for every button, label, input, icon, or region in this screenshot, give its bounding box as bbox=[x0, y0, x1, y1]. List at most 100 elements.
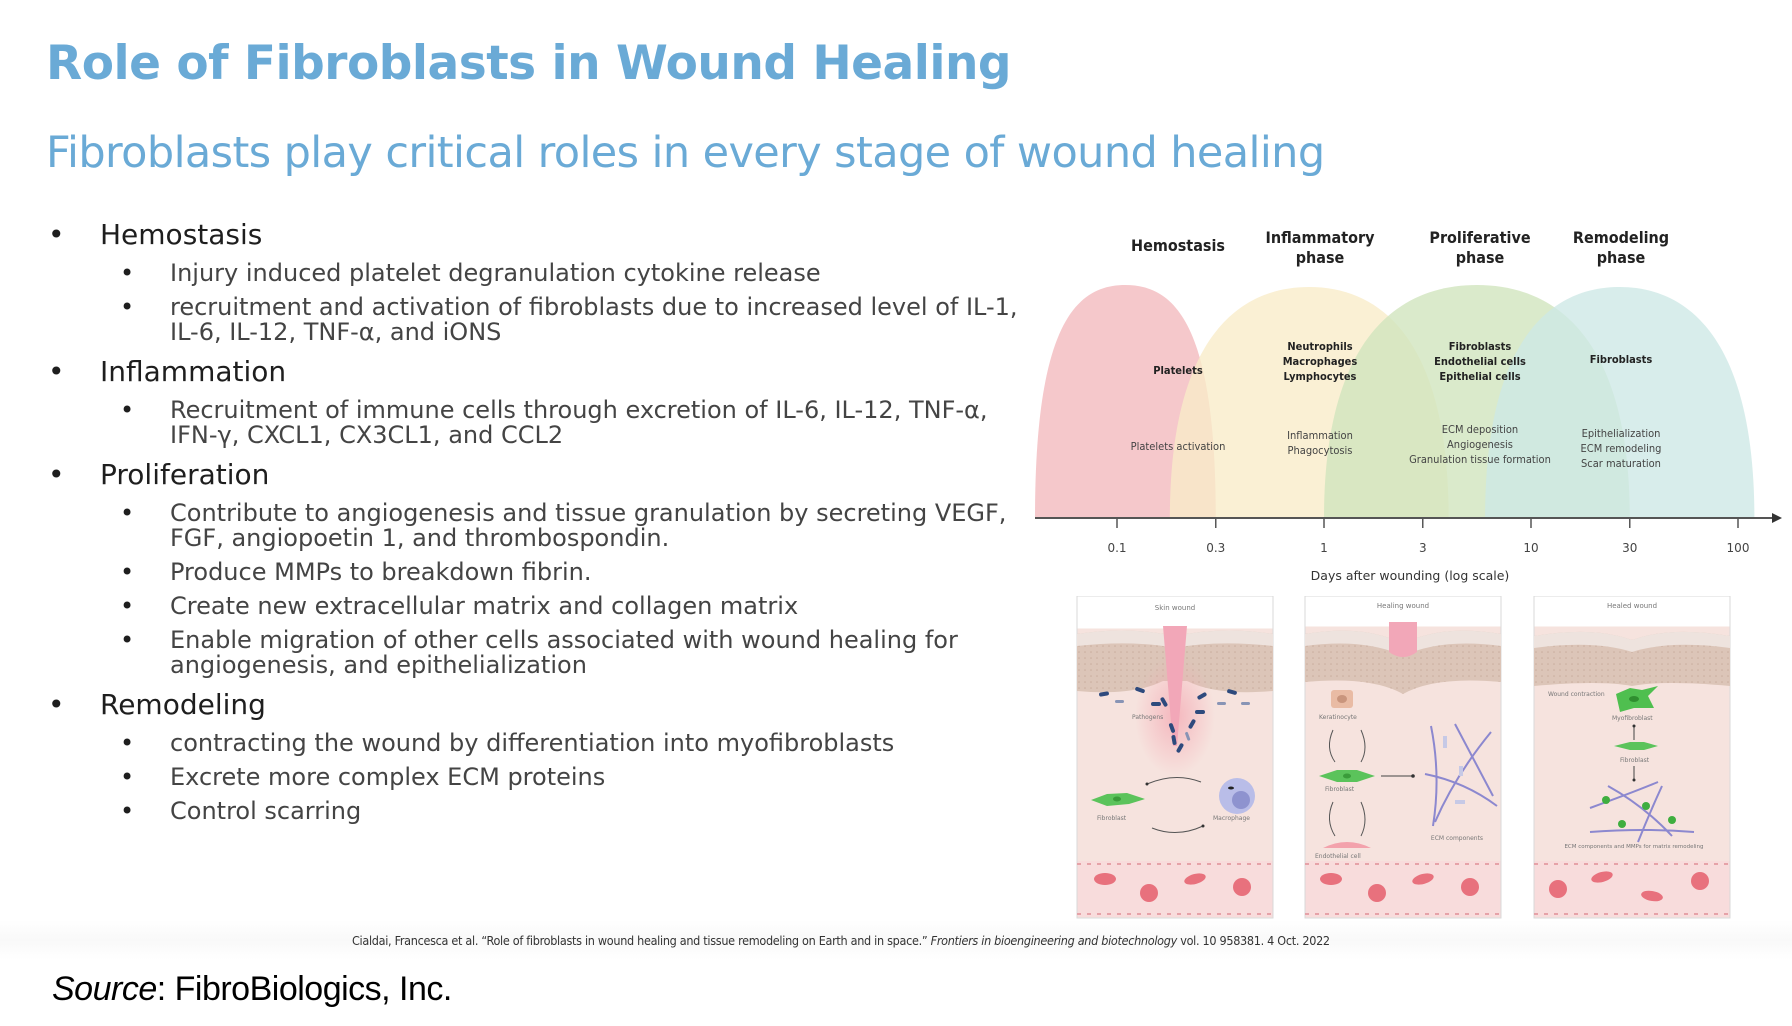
phase-process: Platelets activation bbox=[1131, 440, 1226, 453]
list-item: •Recruitment of immune cells through exc… bbox=[40, 398, 1020, 448]
phase-cells: Epithelial cells bbox=[1439, 370, 1520, 383]
panel-title: Healed wound bbox=[1607, 602, 1657, 610]
phase-title: phase bbox=[1296, 248, 1345, 267]
phase-cells: Fibroblasts bbox=[1590, 353, 1653, 366]
citation-authors: Cialdai, Francesca et al. bbox=[352, 933, 479, 948]
panel-label: Keratinocyte bbox=[1319, 714, 1357, 721]
section-heading: •Inflammation bbox=[40, 355, 1020, 389]
list-item: • contracting the wound by differentiatio… bbox=[40, 731, 1020, 756]
item-text: contracting the wound by differentiation… bbox=[170, 729, 895, 757]
tick-label: 1 bbox=[1320, 541, 1328, 555]
list-item: •Contribute to angiogenesis and tissue g… bbox=[40, 501, 1020, 551]
panel-healed-wound: Wound contraction Myofibroblast Fibrobla… bbox=[1533, 596, 1731, 919]
item-text: Recruitment of immune cells through excr… bbox=[170, 396, 988, 449]
bullet-icon: • bbox=[48, 458, 65, 491]
panel-label: Endothelial cell bbox=[1315, 853, 1361, 860]
item-text: Injury induced platelet degranulation cy… bbox=[170, 259, 821, 287]
source-label: Source bbox=[52, 970, 157, 1008]
item-text: Produce MMPs to breakdown fibrin. bbox=[170, 558, 592, 586]
bullet-icon: • bbox=[48, 688, 65, 721]
section-heading: • Proliferation bbox=[40, 458, 1020, 492]
citation-journal: Frontiers in bioengineering and biotechn… bbox=[930, 933, 1178, 948]
phase-humps bbox=[1035, 285, 1755, 518]
tick-label: 0.1 bbox=[1107, 541, 1126, 555]
tick-label: 100 bbox=[1727, 541, 1750, 555]
list-item: • Excrete more complex ECM proteins bbox=[40, 765, 1020, 790]
phase-process: Epithelialization bbox=[1582, 427, 1661, 440]
phase-process: Phagocytosis bbox=[1288, 444, 1353, 457]
citation-article: “Role of fibroblasts in wound healing an… bbox=[481, 933, 928, 948]
phase-process: Inflammation bbox=[1287, 429, 1353, 442]
heading-text: Hemostasis bbox=[100, 218, 263, 251]
bullet-icon: • bbox=[120, 626, 135, 654]
phase-title: Hemostasis bbox=[1131, 236, 1225, 255]
list-item: • Produce MMPs to breakdown fibrin. bbox=[40, 560, 1020, 585]
panel-label: Fibroblast bbox=[1620, 757, 1650, 764]
phase-hump bbox=[1485, 287, 1755, 518]
panel-label: Macrophage bbox=[1213, 815, 1250, 822]
slide-title: Role of Fibroblasts in Wound Healing bbox=[46, 36, 1012, 91]
phase-cells: Neutrophils bbox=[1287, 340, 1352, 353]
phase-title: phase bbox=[1597, 248, 1646, 267]
list-item: • recruitment and activation of fibroblas… bbox=[40, 295, 1020, 345]
tick-label: 30 bbox=[1622, 541, 1637, 555]
tick-label: 0.3 bbox=[1206, 541, 1225, 555]
citation-band bbox=[0, 920, 1792, 960]
tick-label: 10 bbox=[1523, 541, 1538, 555]
item-text: recruitment and activation of fibroblast… bbox=[170, 293, 1018, 346]
axis-label: Days after wounding (log scale) bbox=[1311, 568, 1510, 583]
list-item: • Control scarring bbox=[40, 799, 1020, 824]
source-value: : FibroBiologics, Inc. bbox=[156, 970, 453, 1008]
item-text: Contribute to angiogenesis and tissue gr… bbox=[170, 499, 1007, 552]
panel-label: Pathogens bbox=[1132, 714, 1163, 721]
phase-process: Granulation tissue formation bbox=[1409, 453, 1551, 466]
item-text: Control scarring bbox=[170, 797, 362, 825]
phase-cells: Fibroblasts bbox=[1449, 340, 1512, 353]
panel-label: ECM components and MMPs for matrix remod… bbox=[1564, 844, 1703, 850]
panel-title: Healing wound bbox=[1377, 602, 1429, 610]
citation-details: vol. 10 958381. 4 Oct. 2022 bbox=[1180, 933, 1330, 948]
wound-panels: Pathogens Fibroblast Macrophage Skin wou… bbox=[1076, 596, 1731, 919]
list-item: • Enable migration of other cells associa… bbox=[40, 628, 1020, 678]
phase-cells: Lymphocytes bbox=[1284, 370, 1357, 383]
section-remodeling: •Remodeling • contracting the wound by di… bbox=[40, 688, 1020, 824]
panel-label: Fibroblast bbox=[1097, 815, 1127, 822]
bullet-list: • Hemostasis • Injury induced platelet deg… bbox=[40, 210, 1020, 834]
axis-arrow-icon bbox=[1772, 513, 1782, 523]
panel-label: Myofibroblast bbox=[1612, 715, 1653, 722]
panel-label: ECM components bbox=[1431, 835, 1483, 842]
phase-title: Proliferative bbox=[1429, 228, 1530, 247]
phase-title: Inflammatory bbox=[1266, 228, 1376, 247]
item-text: Excrete more complex ECM proteins bbox=[170, 763, 606, 791]
section-hemostasis: •Hemostasis •Injury induced platelet deg… bbox=[40, 218, 1020, 345]
item-text: Enable migration of other cells associat… bbox=[170, 626, 958, 679]
phase-cells: Endothelial cells bbox=[1434, 355, 1526, 368]
panel-healing-wound: Keratinocyte Fibroblast Endothelial cell… bbox=[1304, 596, 1502, 919]
tick-label: 3 bbox=[1419, 541, 1427, 555]
phase-process: ECM deposition bbox=[1442, 423, 1518, 436]
bullet-icon: • bbox=[120, 763, 135, 791]
bullet-icon: • bbox=[120, 558, 135, 586]
phase-title: phase bbox=[1456, 248, 1505, 267]
axis-ticks: 0.1 0.3 1 3 10 30 100 bbox=[1107, 518, 1749, 555]
phase-hump bbox=[1035, 285, 1216, 518]
list-item: •Create new extracellular matrix and col… bbox=[40, 594, 1020, 619]
source-line: Source: FibroBiologics, Inc. bbox=[52, 970, 452, 1009]
citation: Cialdai, Francesca et al. “Role of fibro… bbox=[352, 933, 1330, 948]
phase-process: ECM remodeling bbox=[1581, 442, 1662, 455]
section-inflammation: •Inflammation •Recruitment of immune cel… bbox=[40, 355, 1020, 448]
heading-text: Proliferation bbox=[100, 458, 270, 491]
slide-subtitle: Fibroblasts play critical roles in every… bbox=[46, 128, 1325, 178]
bullet-icon: • bbox=[120, 729, 135, 757]
panel-label: Wound contraction bbox=[1548, 691, 1605, 698]
bullet-icon: • bbox=[120, 797, 135, 825]
panel-title: Skin wound bbox=[1155, 604, 1195, 612]
bullet-icon: • bbox=[120, 293, 135, 321]
section-heading: •Remodeling bbox=[40, 688, 1020, 722]
phase-cells: Platelets bbox=[1153, 364, 1203, 377]
bullet-icon: • bbox=[48, 355, 65, 388]
phase-process: Angiogenesis bbox=[1447, 438, 1513, 451]
